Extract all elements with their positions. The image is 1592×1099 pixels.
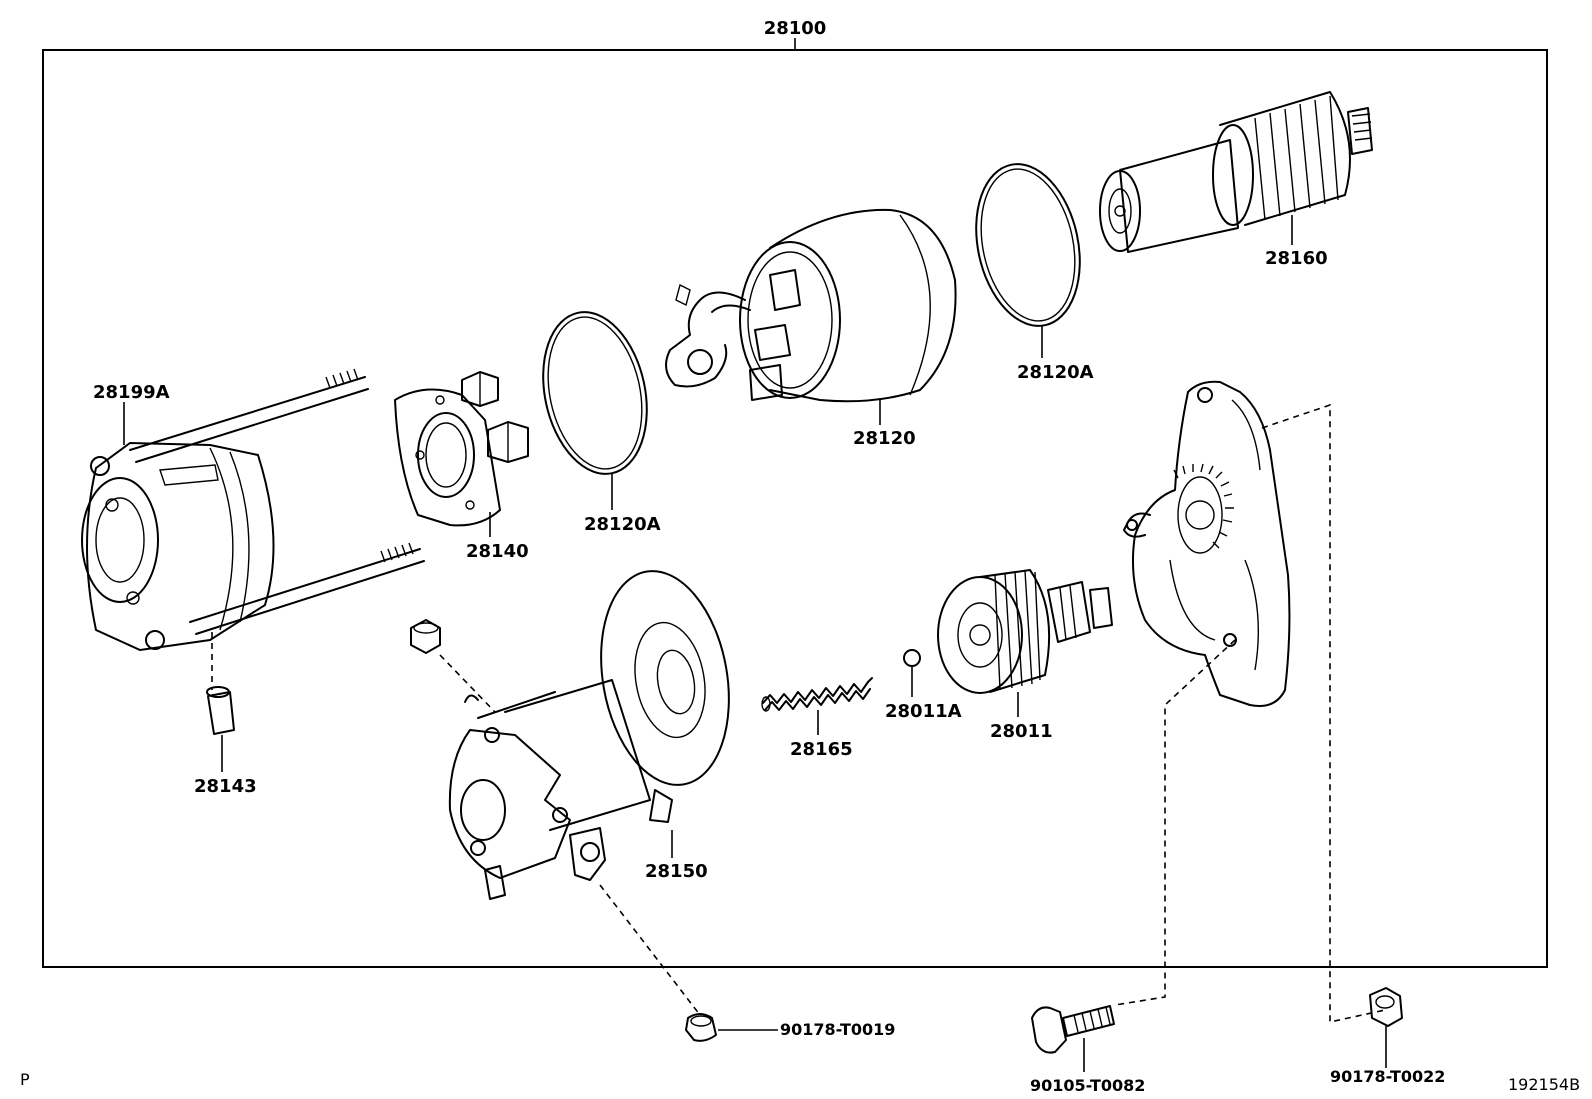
label-28120A-left: 28120A bbox=[584, 514, 661, 535]
label-90178-T0022: 90178-T0022 bbox=[1330, 1067, 1445, 1086]
label-28120: 28120 bbox=[853, 428, 916, 449]
o-ring-28120A-left bbox=[542, 311, 648, 475]
label-28011A: 28011A bbox=[885, 701, 962, 722]
label-28165: 28165 bbox=[790, 739, 853, 760]
assembly-frame bbox=[42, 49, 1548, 968]
brush-holder-28140 bbox=[394, 371, 529, 527]
label-28199A: 28199A bbox=[93, 382, 170, 403]
corner-code-left: P bbox=[20, 1070, 30, 1089]
switch-nut bbox=[410, 619, 441, 654]
label-28140: 28140 bbox=[466, 541, 529, 562]
nut-90178-T0019 bbox=[685, 1013, 717, 1042]
label-28143: 28143 bbox=[194, 776, 257, 797]
label-28160: 28160 bbox=[1265, 248, 1328, 269]
plug-28143 bbox=[206, 686, 235, 735]
yoke-28120 bbox=[665, 208, 957, 403]
label-90178-T0019: 90178-T0019 bbox=[780, 1020, 895, 1039]
label-28100: 28100 bbox=[764, 18, 827, 39]
bolt-90105-T0082 bbox=[1031, 1005, 1115, 1054]
nut-90178-T0022 bbox=[1369, 987, 1403, 1027]
spring-28165 bbox=[761, 677, 873, 712]
illustration-number: 192154B bbox=[1508, 1075, 1580, 1094]
label-28150: 28150 bbox=[645, 861, 708, 882]
starter-housing bbox=[1123, 380, 1291, 707]
o-ring-28120A-right bbox=[975, 163, 1081, 327]
label-90105-T0082: 90105-T0082 bbox=[1030, 1076, 1145, 1095]
label-28011: 28011 bbox=[990, 721, 1053, 742]
ball-28011A bbox=[903, 649, 921, 667]
end-cover-28199A bbox=[81, 368, 425, 651]
magnetic-switch-28150 bbox=[448, 570, 730, 900]
armature-28160 bbox=[1099, 91, 1373, 253]
label-28120A-right: 28120A bbox=[1017, 362, 1094, 383]
clutch-28011 bbox=[937, 569, 1113, 694]
